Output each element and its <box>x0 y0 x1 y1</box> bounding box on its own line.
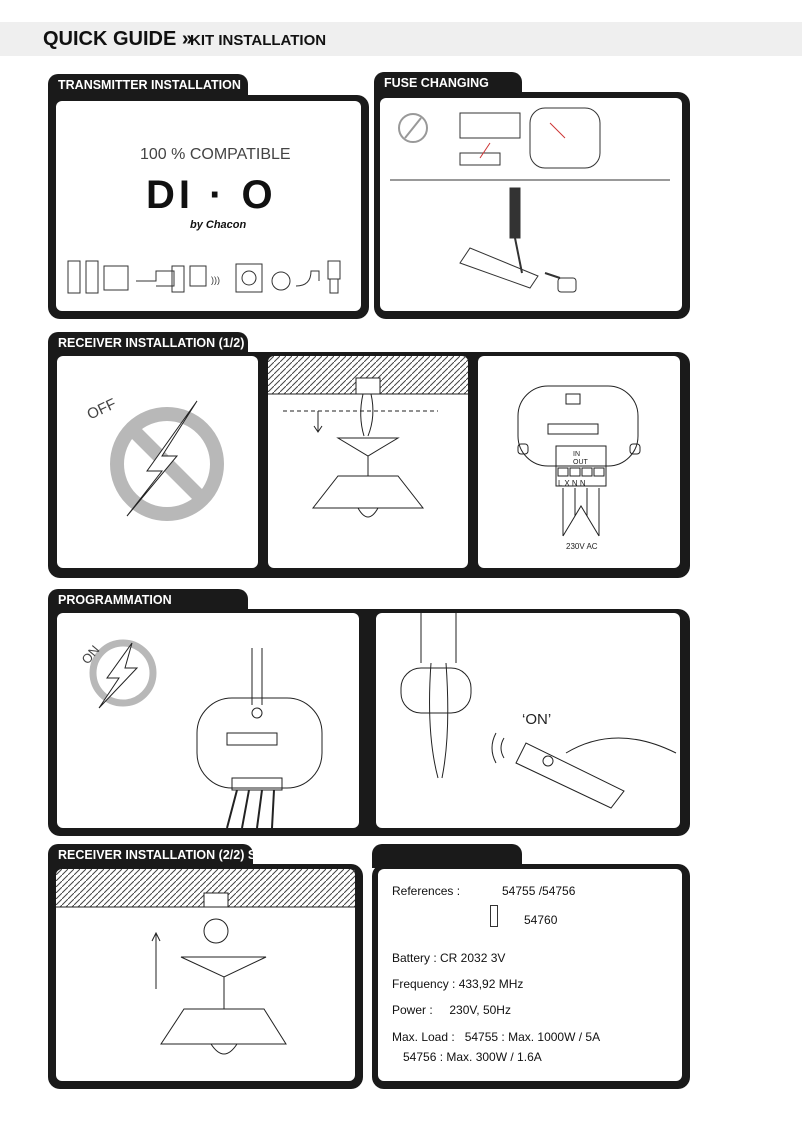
press-button-step: ON <box>57 613 359 828</box>
terminal-labels: L X N N <box>558 479 586 488</box>
fuse-changing-illustration <box>390 107 670 293</box>
page-title: QUICK GUIDE » <box>43 28 194 50</box>
power-off-step: OFF <box>57 356 258 568</box>
remote-icon <box>490 905 498 927</box>
ref-54760: 54760 <box>524 913 558 927</box>
logo-sub: by Chacon <box>190 219 247 231</box>
transmitter-panel: 100 % COMPATIBLE DI · O by Chacon ))) <box>48 95 369 319</box>
ref-54755-54756: 54755 /54756 <box>502 884 576 898</box>
on-label: ON <box>78 642 102 667</box>
on-quote: ‘ON’ <box>522 711 552 728</box>
battery-spec: Battery : CR 2032 3V <box>392 951 506 965</box>
remote-on-step: ‘ON’ <box>376 613 680 828</box>
svg-text:))): ))) <box>211 275 220 285</box>
receiver2-panel <box>48 864 363 1089</box>
dio-logo: DI · O <box>146 173 277 217</box>
references-label: References : <box>392 884 461 898</box>
wiring-step: IN OUT L X N N 230V AC <box>478 356 680 568</box>
programmation-panel: ON ‘ON’ <box>48 609 690 836</box>
voltage-label: 230V AC <box>566 542 598 551</box>
max-load-spec: Max. Load : 54755 : Max. 1000W / 5A <box>392 1030 601 1044</box>
frequency-spec: Frequency : 433,92 MHz <box>392 977 524 991</box>
compat-text: 100 % COMPATIBLE <box>140 146 291 163</box>
off-label: OFF <box>85 395 119 423</box>
specs-panel: References : 54755 /54756 54760 Battery … <box>372 864 690 1089</box>
out-label: OUT <box>573 459 589 466</box>
page-header: QUICK GUIDE » KIT INSTALLATION <box>0 22 802 56</box>
tab-transmitter-installation: TRANSMITTER INSTALLATION <box>48 74 248 98</box>
page-subtitle: KIT INSTALLATION <box>190 32 327 49</box>
compatible-devices-icons: ))) <box>67 260 341 294</box>
max-load-spec-2: 54756 : Max. 300W / 1.6A <box>403 1050 542 1064</box>
fuse-panel <box>374 92 690 319</box>
power-spec: Power : 230V, 50Hz <box>392 1003 511 1017</box>
remove-lamp-step <box>268 356 468 568</box>
in-label: IN <box>573 451 580 458</box>
receiver1-panel: OFF IN OUT L X N N 230V AC <box>48 352 690 578</box>
